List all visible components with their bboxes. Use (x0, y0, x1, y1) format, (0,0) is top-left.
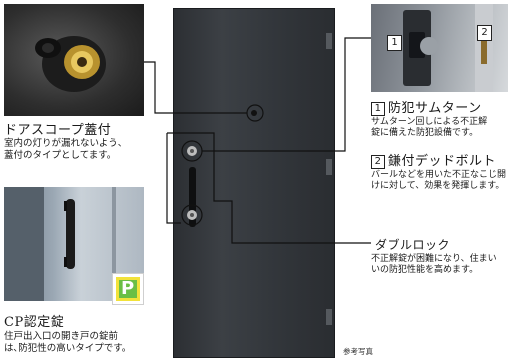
deadbolt-desc-line-1: バールなどを用いた不正なこじ開 (371, 170, 507, 180)
cp-lock-desc-line-1: 住戸出入口の開き戸の錠前 (4, 331, 119, 342)
thumb-turn-desc-line-2: 錠に備えた防犯設備です。 (371, 128, 479, 138)
door-scope-desc-line-2: 蓋付のタイプとしてます。 (4, 150, 117, 161)
door-scope-photo (4, 4, 144, 116)
door-scope-illustration (35, 36, 106, 92)
cp-mark-icon (116, 277, 140, 301)
cp-lock-title: CP認定錠 (4, 315, 65, 330)
photo-label-1: 1 (387, 35, 402, 51)
thumb-turn-desc-line-1: サムターン回しによる不正解 (371, 117, 488, 127)
door-handle-illustration (4, 187, 116, 301)
double-lock-title: ダブルロック (375, 238, 451, 252)
cp-certification-badge: P (112, 273, 144, 305)
deadbolt-title: 鎌付デッドボルト (388, 154, 497, 169)
thumb-turn-number: 1 (371, 102, 385, 116)
cp-lock-photo (4, 187, 144, 301)
double-lock-desc-line-1: 不正解錠が困難になり、住まい (371, 254, 497, 264)
door-illustration (187, 33, 332, 325)
door-scope-desc-line-1: 室内の灯りが漏れないよう、 (4, 138, 128, 149)
double-lock-desc-line-2: いの防犯性能を高めます。 (371, 265, 479, 275)
photo-label-2: 2 (477, 25, 492, 41)
front-door-photo (173, 8, 335, 358)
deadbolt-number: 2 (371, 155, 385, 169)
cp-badge-letter: P (121, 278, 135, 299)
reference-photo-note: 参考写真 (343, 347, 373, 356)
cp-lock-desc-line-2: は､防犯性の高いタイプです。 (4, 343, 132, 354)
door-scope-title: ドアスコープ蓋付 (4, 123, 112, 138)
thumb-turn-title: 防犯サムターン (388, 101, 482, 116)
deadbolt-desc-line-2: けに対して、効果を発揮します。 (371, 181, 505, 191)
